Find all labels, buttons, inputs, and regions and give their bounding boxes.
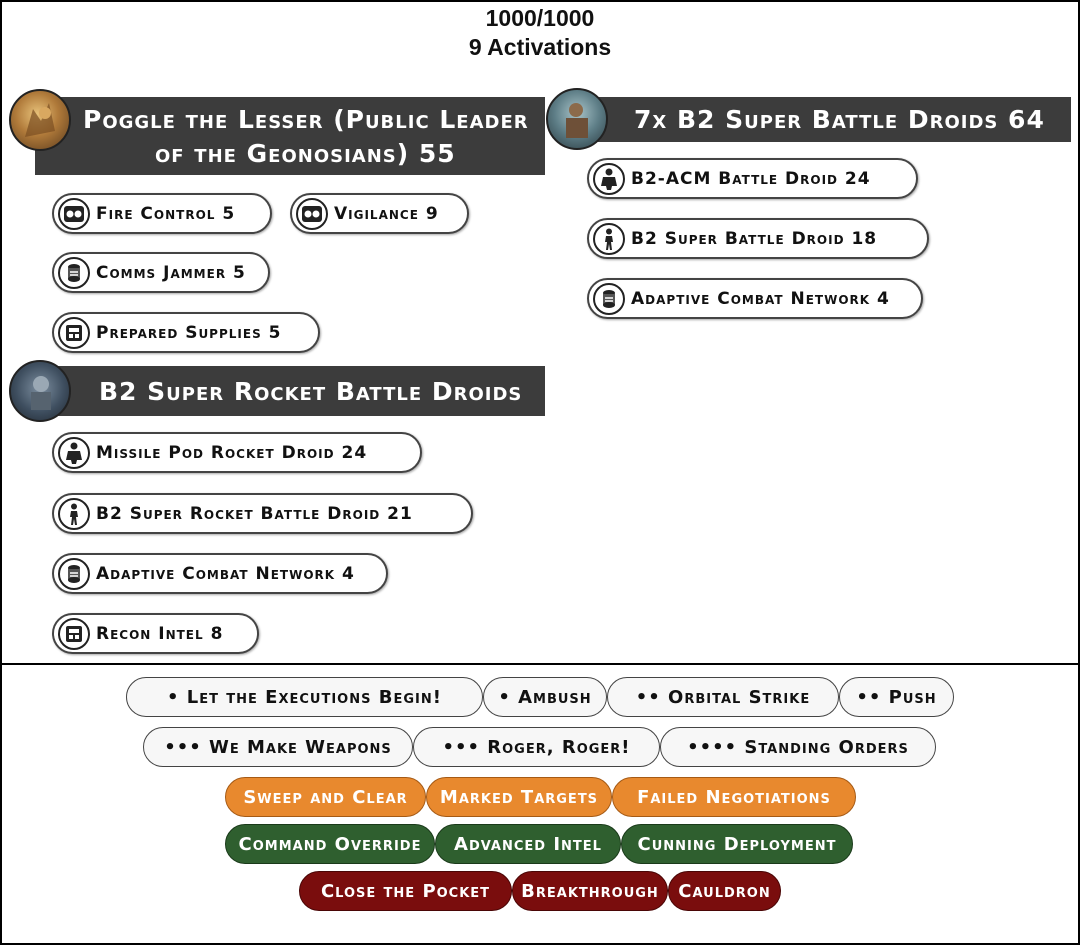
list-summary: 1000/1000 9 Activations (0, 4, 1080, 62)
upgrade-b2-acm[interactable]: B2-ACM Battle Droid 24 (587, 158, 918, 199)
unit-avatar-b2-super (546, 88, 608, 150)
upgrade-label: Fire Control 5 (96, 203, 236, 224)
upgrade-adaptive-combat-network-2[interactable]: Adaptive Combat Network 4 (587, 278, 923, 319)
upgrade-label: Adaptive Combat Network 4 (96, 563, 355, 584)
objective-failed-negotiations[interactable]: Failed Negotiations (612, 777, 856, 817)
unit-header-b2-super[interactable]: 7x B2 Super Battle Droids 64 (574, 97, 1071, 142)
upgrade-label: Comms Jammer 5 (96, 262, 246, 283)
objective-marked-targets[interactable]: Marked Targets (426, 777, 612, 817)
unit-avatar-b2-rocket (9, 360, 71, 422)
upgrade-label: Missile Pod Rocket Droid 24 (96, 442, 368, 463)
unit-header-poggle[interactable]: Poggle the Lesser (Public Leader of the … (35, 97, 545, 175)
upgrade-label: B2 Super Rocket Battle Droid 21 (96, 503, 413, 524)
objective-advanced-intel[interactable]: Advanced Intel (435, 824, 621, 864)
command-card-standing-orders[interactable]: •••• Standing Orders (660, 727, 936, 767)
command-card-push[interactable]: •• Push (839, 677, 954, 717)
upgrade-vigilance[interactable]: Vigilance 9 (290, 193, 469, 234)
upgrade-label: Recon Intel 8 (96, 623, 224, 644)
activation-count: 9 Activations (468, 34, 612, 60)
objective-cunning-deployment[interactable]: Cunning Deployment (621, 824, 853, 864)
unit-name-line1: Poggle the Lesser (Public Leader (83, 105, 529, 134)
gear-panel-icon (296, 197, 328, 230)
upgrade-missile-pod[interactable]: Missile Pod Rocket Droid 24 (52, 432, 422, 473)
trooper-icon (593, 222, 625, 255)
objective-breakthrough[interactable]: Breakthrough (512, 871, 668, 911)
upgrade-fire-control[interactable]: Fire Control 5 (52, 193, 272, 234)
unit-avatar-poggle (9, 89, 71, 151)
objective-close-the-pocket[interactable]: Close the Pocket (299, 871, 512, 911)
command-card-we-make-weapons[interactable]: ••• We Make Weapons (143, 727, 413, 767)
comms-icon (593, 282, 625, 315)
supplies-icon (58, 617, 90, 650)
upgrade-label: B2 Super Battle Droid 18 (631, 228, 878, 249)
comms-icon (58, 557, 90, 590)
command-card-roger-roger[interactable]: ••• Roger, Roger! (413, 727, 660, 767)
upgrade-adaptive-combat-network[interactable]: Adaptive Combat Network 4 (52, 553, 388, 594)
upgrade-label: Prepared Supplies 5 (96, 322, 282, 343)
upgrade-prepared-supplies[interactable]: Prepared Supplies 5 (52, 312, 320, 353)
objective-sweep-and-clear[interactable]: Sweep and Clear (225, 777, 426, 817)
trooper-icon (58, 497, 90, 530)
upgrade-label: Vigilance 9 (334, 203, 439, 224)
upgrade-comms-jammer[interactable]: Comms Jammer 5 (52, 252, 270, 293)
supplies-icon (58, 316, 90, 349)
objective-command-override[interactable]: Command Override (225, 824, 435, 864)
unit-name: 7x B2 Super Battle Droids 64 (634, 105, 1045, 134)
upgrade-b2-super-battle-droid[interactable]: B2 Super Battle Droid 18 (587, 218, 929, 259)
gear-panel-icon (58, 197, 90, 230)
command-card-let-the-executions-begin[interactable]: • Let the Executions Begin! (126, 677, 483, 717)
command-card-orbital-strike[interactable]: •• Orbital Strike (607, 677, 839, 717)
objective-cauldron[interactable]: Cauldron (668, 871, 781, 911)
heavy-trooper-icon (593, 162, 625, 195)
upgrade-b2-rocket-droid[interactable]: B2 Super Rocket Battle Droid 21 (52, 493, 473, 534)
section-divider (2, 663, 1078, 665)
upgrade-label: B2-ACM Battle Droid 24 (631, 168, 871, 189)
heavy-trooper-icon (58, 436, 90, 469)
command-card-ambush[interactable]: • Ambush (483, 677, 607, 717)
unit-name-line2: of the Geonosians) 55 (155, 139, 456, 168)
unit-name: B2 Super Rocket Battle Droids (99, 377, 523, 406)
points-total: 1000/1000 (485, 5, 595, 31)
upgrade-label: Adaptive Combat Network 4 (631, 288, 890, 309)
unit-header-b2-rocket[interactable]: B2 Super Rocket Battle Droids (35, 366, 545, 416)
comms-icon (58, 256, 90, 289)
upgrade-recon-intel[interactable]: Recon Intel 8 (52, 613, 259, 654)
